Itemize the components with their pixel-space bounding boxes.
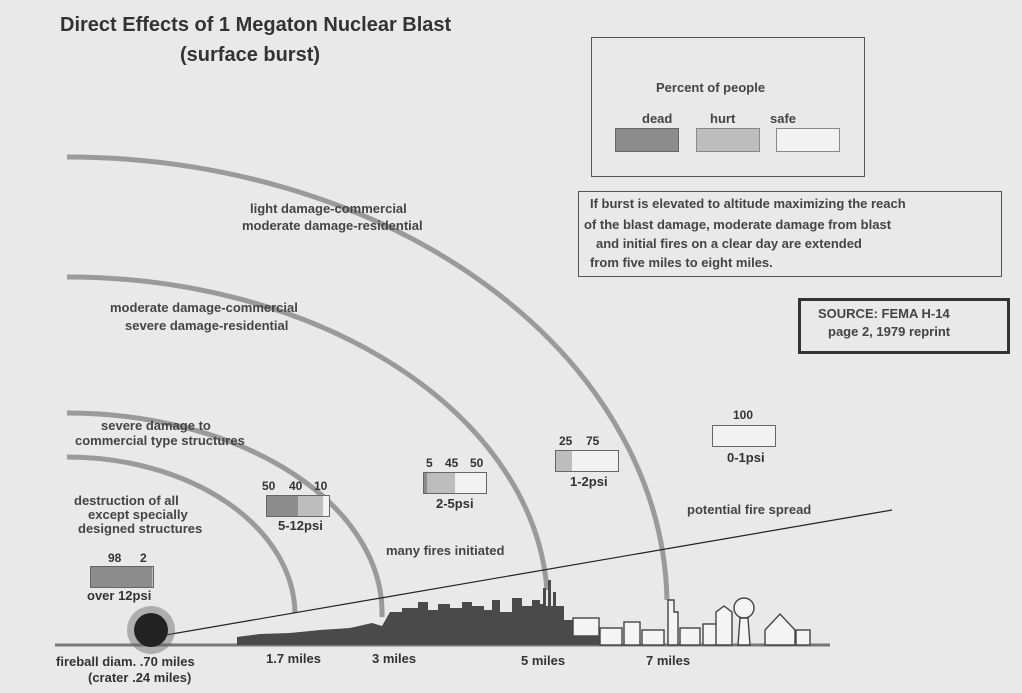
pct-5-12-safe: 10 — [314, 479, 328, 493]
pressure-bar-1-2 — [555, 450, 619, 472]
distance-7-miles: 7 miles — [646, 653, 691, 668]
zone-label-destruction-1: destruction of all — [74, 493, 179, 508]
zone-label-destruction-2: except specially — [88, 507, 188, 522]
arc-3-miles — [66, 410, 385, 618]
bar-segment-hurt — [298, 496, 323, 516]
note-line-4: from five miles to eight miles. — [590, 255, 773, 270]
arc-7-miles — [66, 154, 670, 601]
zone-label-severe-1: severe damage to — [101, 418, 211, 433]
note-box — [578, 191, 1002, 277]
pressure-bar-over12 — [90, 566, 154, 588]
distance-1-7-miles: 1.7 miles — [266, 651, 321, 666]
distance-5-miles: 5 miles — [521, 653, 566, 668]
legend-safe-label: safe — [770, 111, 797, 126]
fire-spread-label: potential fire spread — [687, 502, 812, 517]
pressure-bar-2-5 — [423, 472, 487, 494]
bar-segment-hurt — [151, 567, 153, 587]
pct-5-12-dead: 50 — [262, 479, 276, 493]
page-title: Direct Effects of 1 Megaton Nuclear Blas… — [60, 14, 452, 36]
psi-2-5: 2-5psi — [436, 496, 474, 511]
arc-1-7-miles — [66, 454, 298, 614]
psi-5-12: 5-12psi — [278, 518, 323, 533]
pressure-bar-0-1 — [712, 425, 776, 447]
psi-1-2: 1-2psi — [570, 474, 608, 489]
bar-segment-dead — [267, 496, 298, 516]
fireball-diameter-label: fireball diam. .70 miles — [56, 654, 195, 669]
zone-label-light-1: light damage-commercial — [250, 201, 407, 216]
pct-over12-hurt: 2 — [140, 551, 147, 565]
pct-0-1-safe: 100 — [733, 408, 754, 422]
source-box — [798, 298, 1010, 354]
pct-1-2-hurt: 25 — [559, 434, 573, 448]
legend-dead-label: dead — [642, 111, 673, 126]
bar-segment-dead — [91, 567, 152, 587]
fireball — [134, 613, 168, 647]
pressure-bar-5-12 — [266, 495, 330, 517]
legend-hurt-label: hurt — [710, 111, 736, 126]
pct-2-5-safe: 50 — [470, 456, 484, 470]
bar-segment-safe — [713, 426, 775, 446]
page-subtitle: (surface burst) — [180, 44, 321, 66]
legend-dead-swatch — [615, 128, 679, 152]
fire-spread-line — [159, 509, 893, 637]
bar-segment-safe — [571, 451, 618, 471]
city-skyline — [237, 580, 605, 645]
source-line-2: page 2, 1979 reprint — [828, 324, 951, 339]
bar-segment-safe — [322, 496, 329, 516]
note-line-3: and initial fires on a clear day are ext… — [596, 236, 862, 251]
pct-over12-dead: 98 — [108, 551, 122, 565]
pct-1-2-safe: 75 — [586, 434, 600, 448]
bar-segment-safe — [454, 473, 486, 493]
pct-2-5-hurt: 45 — [445, 456, 459, 470]
legend-safe-swatch — [776, 128, 840, 152]
pct-5-12-hurt: 40 — [289, 479, 303, 493]
bar-segment-dead — [424, 473, 428, 493]
legend-hurt-swatch — [696, 128, 760, 152]
zone-label-moderate-2: severe damage-residential — [125, 318, 289, 333]
zone-label-light-2: moderate damage-residential — [242, 218, 423, 233]
pct-2-5-dead: 5 — [426, 456, 433, 470]
fires-initiated-label: many fires initiated — [386, 543, 505, 558]
legend-title: Percent of people — [656, 80, 766, 95]
source-line-1: SOURCE: FEMA H-14 — [818, 306, 950, 321]
bar-segment-hurt — [427, 473, 455, 493]
intact-buildings — [572, 597, 811, 646]
note-line-2: of the blast damage, moderate damage fro… — [584, 217, 892, 232]
zone-label-severe-2: commercial type structures — [75, 433, 245, 448]
zone-label-moderate-1: moderate damage-commercial — [110, 300, 298, 315]
bar-segment-hurt — [556, 451, 572, 471]
psi-over12: over 12psi — [87, 588, 152, 603]
zone-label-destruction-3: designed structures — [78, 521, 203, 536]
distance-3-miles: 3 miles — [372, 651, 417, 666]
psi-0-1: 0-1psi — [727, 450, 765, 465]
arc-5-miles — [66, 274, 550, 591]
crater-diameter-label: (crater .24 miles) — [88, 670, 192, 685]
note-line-1: If burst is elevated to altitude maximiz… — [590, 196, 906, 211]
legend-box — [591, 37, 865, 177]
